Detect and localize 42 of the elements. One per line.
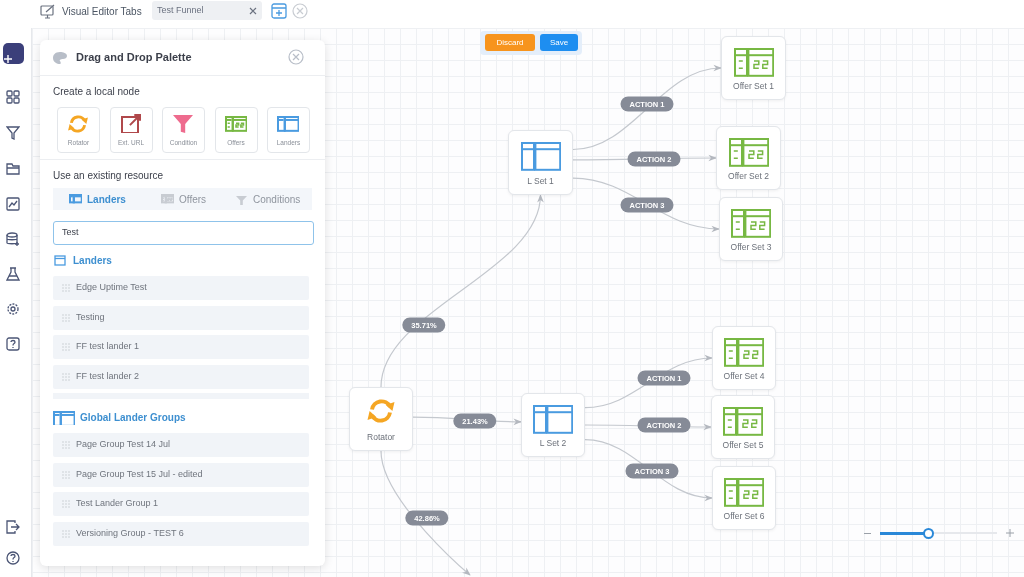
item-label: Versioning Group - TEST 6: [76, 527, 184, 538]
connector-arrow: [572, 65, 722, 151]
rotator-node: [349, 387, 413, 451]
node-label: Offer Set 5: [721, 440, 765, 450]
panel-title: Drag and Drop Palette: [76, 51, 192, 63]
item-label: Edge Uptime Test: [76, 282, 147, 292]
node-label: Offer Set 3: [729, 242, 773, 252]
tab: Conditions: [235, 190, 301, 208]
field-value: Test: [62, 227, 79, 237]
tab-title: Test Funnel: [157, 5, 204, 15]
section-heading: Create a local node: [53, 86, 140, 97]
item-label: FF test lander 1: [76, 341, 140, 351]
list-heading: Landers: [73, 255, 112, 266]
offer-node: [712, 466, 776, 530]
editor-title: Visual Editor Tabs: [62, 6, 142, 17]
offer-node: [719, 197, 783, 261]
section-heading: Use an existing resource: [53, 170, 164, 181]
node-label: Offer Set 1: [732, 81, 775, 91]
save-button: Save: [540, 34, 578, 51]
item-label: Page Group Test 15 Jul - edited: [76, 468, 203, 479]
item-label: Testing: [76, 311, 105, 322]
node-label: Offer Set 4: [722, 371, 766, 381]
item-label: FF test lander 2: [76, 370, 140, 381]
item-label: Page Group Test 14 Jul: [76, 439, 170, 449]
lander-node: [521, 393, 585, 457]
lander-node: [508, 130, 573, 195]
connector-arrow: [380, 450, 471, 576]
node-label: Offer Set 2: [727, 171, 770, 181]
node-label: Rotator: [366, 432, 396, 442]
offer-node: [711, 395, 775, 459]
tab: Offers: [161, 190, 207, 208]
list-heading: Global Lander Groups: [80, 412, 186, 423]
offer-node: [712, 326, 776, 390]
offer-node: [721, 36, 786, 100]
item-label: Test Lander Group 1: [76, 498, 159, 508]
connector-arrow: [380, 194, 543, 388]
discard-button: Discard: [485, 34, 535, 51]
active-tab: Landers: [69, 190, 126, 208]
offer-node: [716, 126, 781, 190]
node-label: Offer Set 6: [722, 511, 766, 521]
node-label: L Set 1: [526, 176, 555, 186]
node-label: L Set 2: [538, 438, 568, 448]
